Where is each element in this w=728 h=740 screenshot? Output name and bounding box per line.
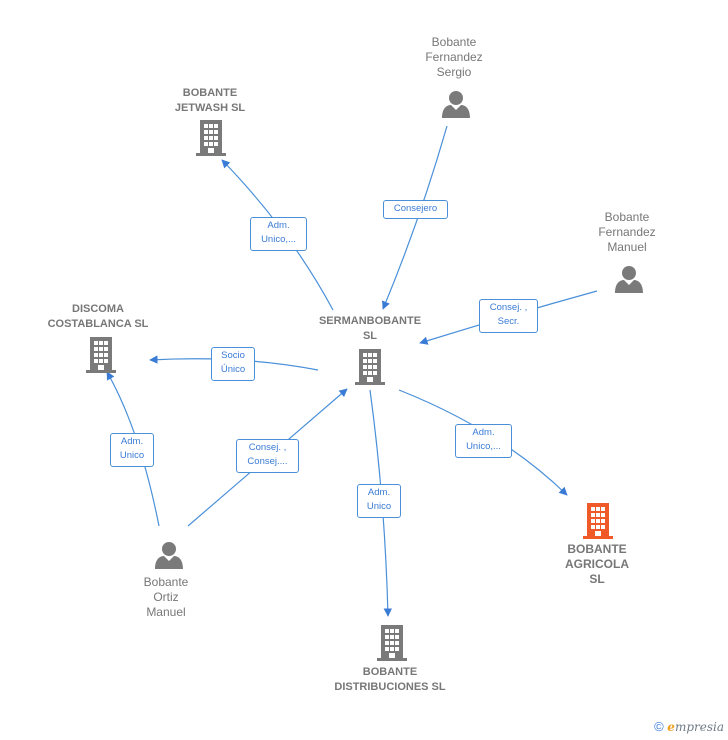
company-label-sermanbobante[interactable]: SERMANBOBANTE SL: [318, 315, 422, 342]
brand-logo: empresia: [667, 720, 724, 734]
building-icon[interactable]: [377, 625, 407, 661]
building-icon[interactable]: [86, 337, 116, 373]
company-label-discoma[interactable]: DISCOMA COSTABLANCA SL: [47, 303, 149, 330]
edge-label-socio-unico: Socio Único: [211, 347, 255, 381]
building-icon[interactable]: [583, 503, 613, 539]
edge-label-consej-consej: Consej. , Consej....: [236, 439, 299, 473]
company-label-jetwash[interactable]: BOBANTE JETWASH SL: [174, 87, 246, 114]
edge-label-adm-unico-agricola: Adm. Unico,...: [455, 424, 512, 458]
edge-label-consejero: Consejero: [383, 200, 448, 219]
person-label-manuel-ortiz[interactable]: Bobante Ortiz Manuel: [143, 575, 189, 619]
person-icon[interactable]: [615, 266, 643, 293]
person-icon[interactable]: [442, 91, 470, 118]
building-icon[interactable]: [355, 349, 385, 385]
edge-label-consej-secr: Consej. , Secr.: [479, 299, 538, 333]
person-label-manuel-fernandez[interactable]: Bobante Fernandez Manuel: [598, 210, 656, 254]
company-label-agricola[interactable]: BOBANTE AGRICOLA SL: [565, 542, 629, 586]
company-label-distribuciones[interactable]: BOBANTE DISTRIBUCIONES SL: [334, 666, 446, 693]
copyright-symbol: ©: [654, 719, 664, 734]
person-label-sergio[interactable]: Bobante Fernandez Sergio: [425, 35, 483, 79]
edge-label-adm-unico-distribuciones: Adm. Unico: [357, 484, 401, 518]
footer-brand: © empresia: [654, 719, 724, 734]
edge-label-adm-unico-discoma: Adm. Unico: [110, 433, 154, 467]
building-icon[interactable]: [196, 120, 226, 156]
edge-label-adm-unico-jetwash: Adm. Unico,...: [250, 217, 307, 251]
person-icon[interactable]: [155, 542, 183, 569]
